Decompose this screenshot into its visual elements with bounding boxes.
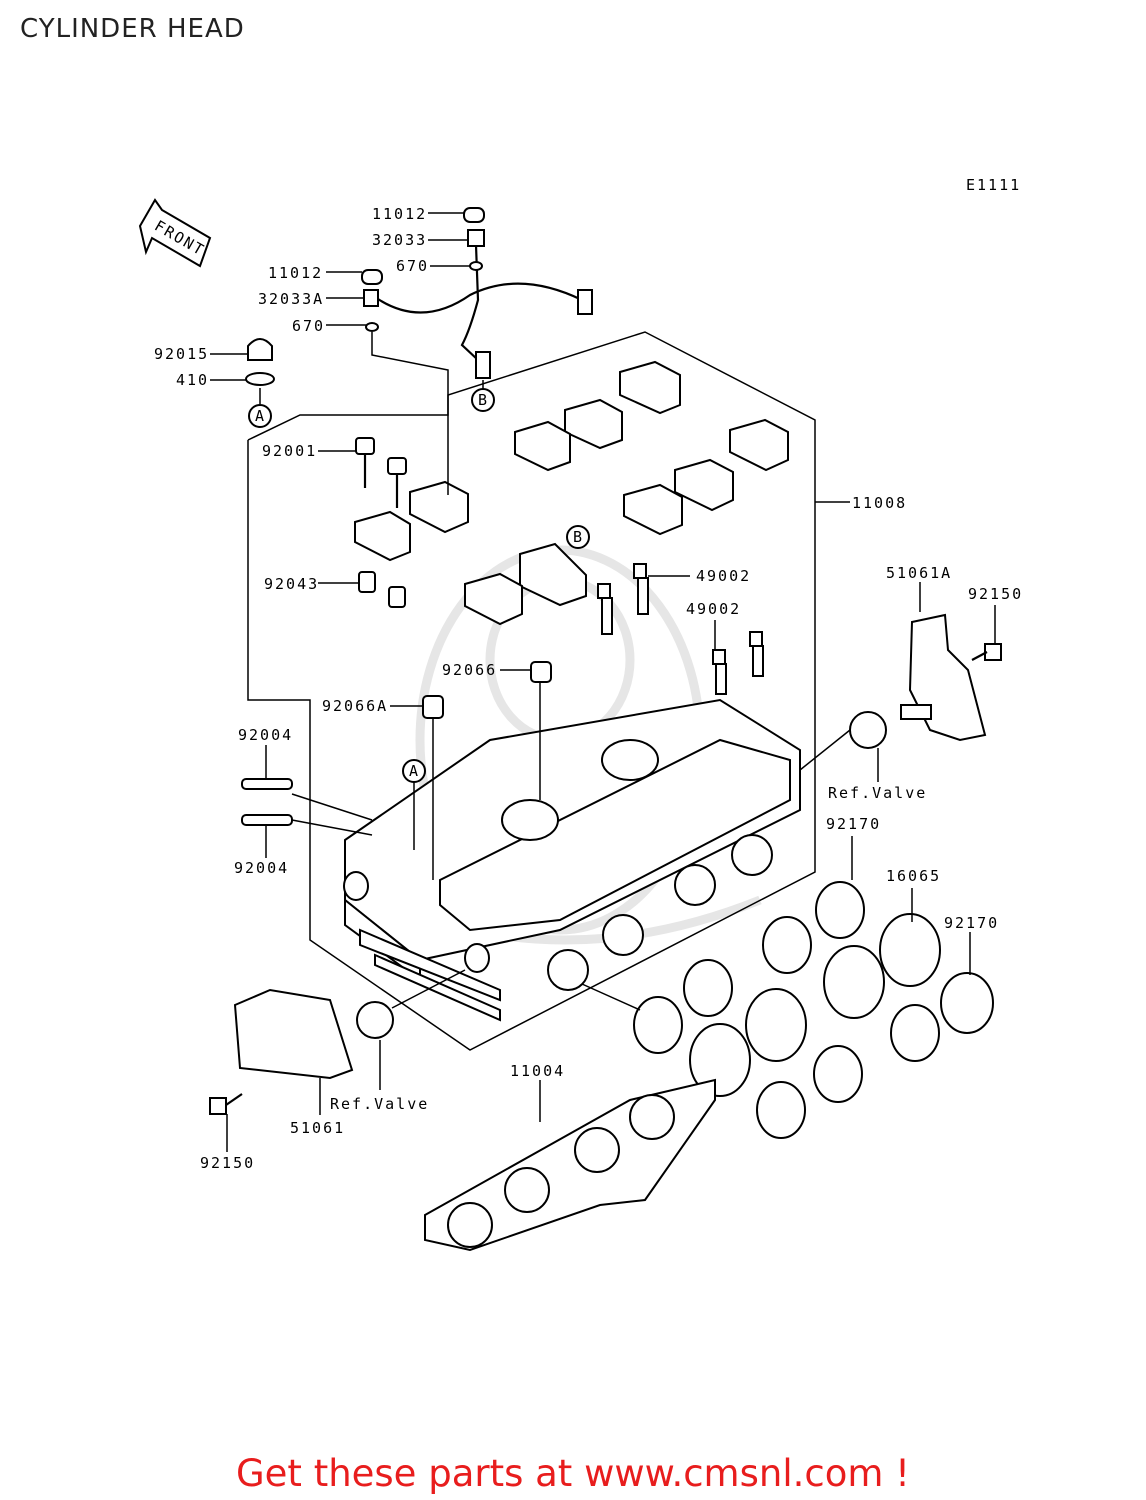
part-51061: 51061 <box>290 1119 345 1137</box>
ref-valve-left: Ref.Valve <box>330 1095 429 1113</box>
head-gasket <box>424 1078 716 1252</box>
part-32033a: 32033A <box>258 290 324 308</box>
oil-plug-a <box>422 695 444 719</box>
part-92004-a: 92004 <box>238 726 293 744</box>
part-92001: 92001 <box>262 442 317 460</box>
acorn-nut <box>245 338 275 386</box>
tappet-valves <box>597 563 764 695</box>
part-92004-b: 92004 <box>234 859 289 877</box>
part-11012: 11012 <box>268 264 323 282</box>
part-410: 410 <box>176 371 209 389</box>
part-92066a: 92066A <box>322 697 388 715</box>
part-51061a: 51061A <box>886 564 952 582</box>
ref-valve-right: Ref.Valve <box>828 784 927 802</box>
camshaft-caps <box>354 360 789 626</box>
front-arrow-icon: FRONT <box>138 198 212 268</box>
part-11004: 11004 <box>510 1062 565 1080</box>
reed-valve-cover-right <box>849 613 1002 749</box>
marker-a-mid: A <box>402 759 426 783</box>
marker-a-top: A <box>248 404 272 428</box>
part-670-top: 670 <box>396 257 429 275</box>
svg-text:B: B <box>478 391 489 409</box>
dowel-pins <box>358 571 406 608</box>
part-11008: 11008 <box>852 494 907 512</box>
svg-text:A: A <box>409 762 420 780</box>
page-title: CYLINDER HEAD <box>20 14 245 44</box>
part-11012-top: 11012 <box>372 205 427 223</box>
stud-bolts <box>241 778 293 826</box>
part-92015: 92015 <box>154 345 209 363</box>
part-49002-a: 49002 <box>696 567 751 585</box>
part-92066: 92066 <box>442 661 497 679</box>
part-92170-b: 92170 <box>944 914 999 932</box>
oil-plug <box>530 661 552 683</box>
part-49002-b: 49002 <box>686 600 741 618</box>
svg-text:A: A <box>255 407 266 425</box>
part-92043: 92043 <box>264 575 319 593</box>
svg-text:B: B <box>573 528 584 546</box>
hose-clamps <box>633 881 994 1139</box>
reed-valve-cover-left <box>209 988 394 1115</box>
cam-cap-bolts <box>355 437 407 508</box>
exploded-parts-diagram: FRONT E1111 A B B A <box>138 176 1023 1252</box>
intake-holders <box>689 913 941 1097</box>
marker-b-mid: B <box>566 525 590 549</box>
part-32033: 32033 <box>372 231 427 249</box>
cylinder-head <box>343 698 801 1022</box>
part-16065: 16065 <box>886 867 941 885</box>
part-92150-right: 92150 <box>968 585 1023 603</box>
oil-pipe-assembly <box>361 207 593 379</box>
head-group-outline <box>247 331 816 1051</box>
marker-b-top: B <box>471 388 495 412</box>
part-92150-left: 92150 <box>200 1154 255 1172</box>
diagram-code: E1111 <box>966 176 1021 194</box>
part-670: 670 <box>292 317 325 335</box>
leader-lines <box>210 212 996 1152</box>
footer-link-text[interactable]: Get these parts at www.cmsnl.com ! <box>235 1452 910 1495</box>
part-92170-a: 92170 <box>826 815 881 833</box>
